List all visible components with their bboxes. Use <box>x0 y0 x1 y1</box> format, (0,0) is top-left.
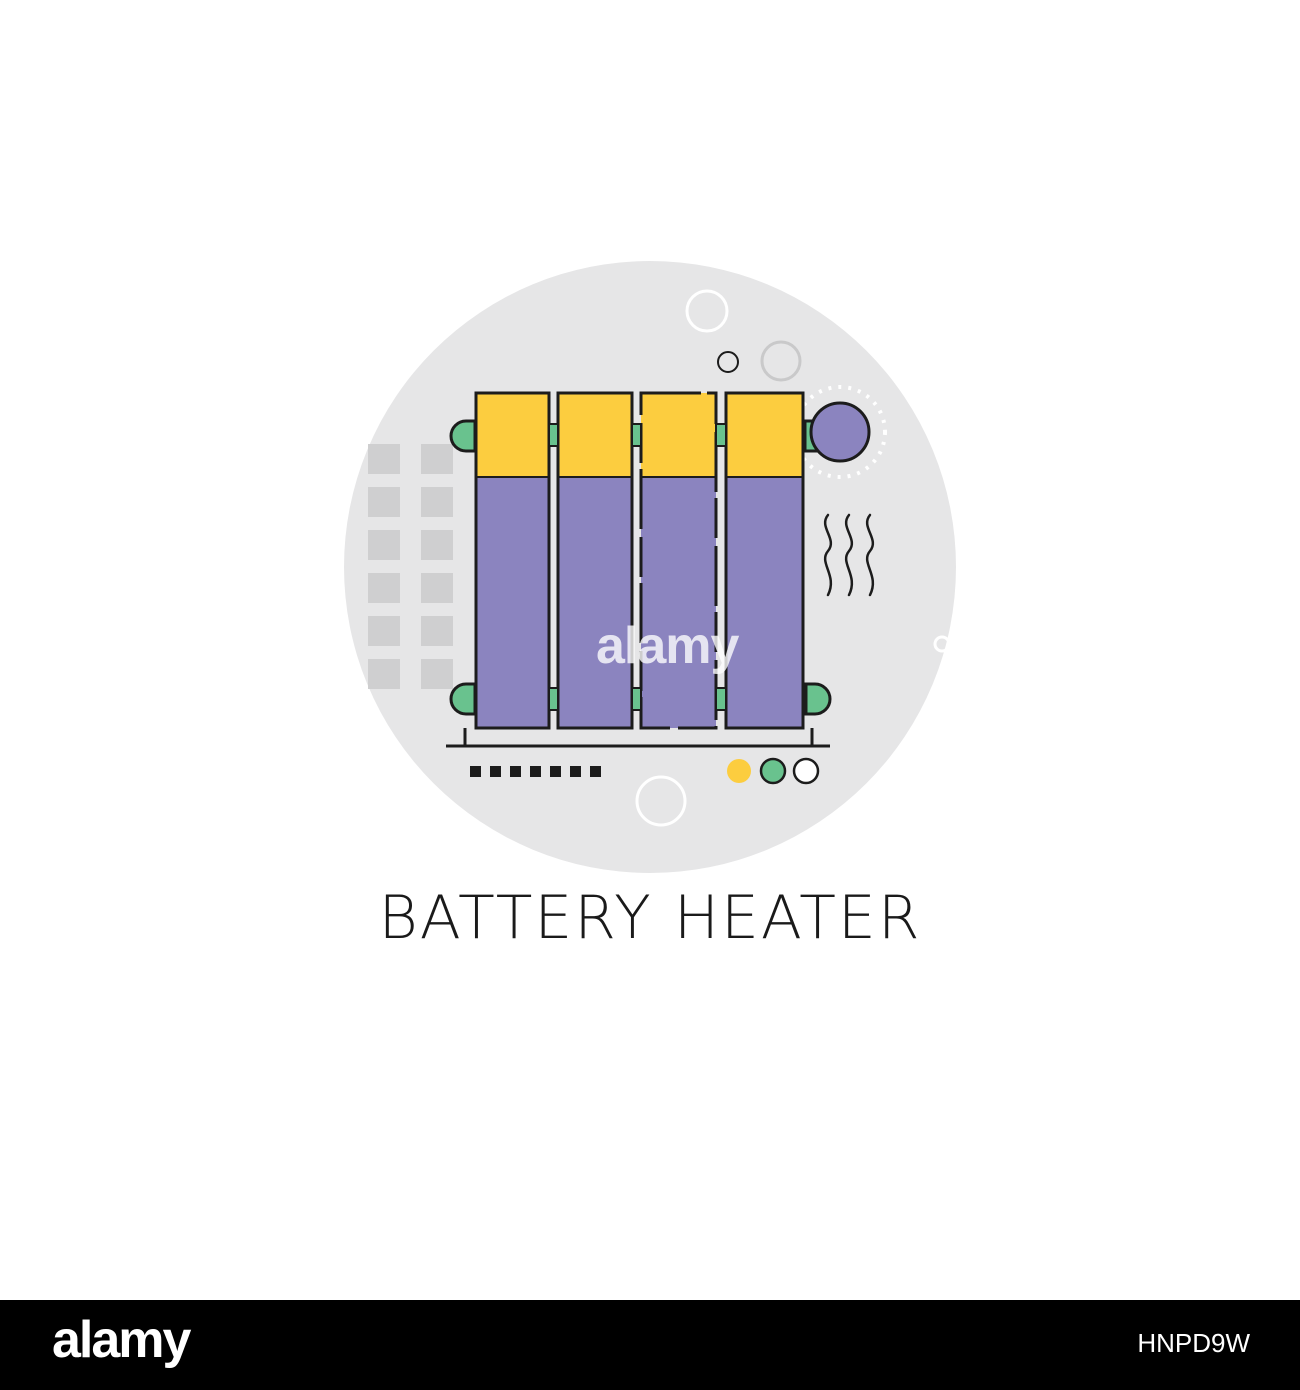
watermark-footer: alamy HNPD9W <box>0 1300 1300 1390</box>
tile-grid-decoration <box>368 444 453 689</box>
watermark-center: alamy <box>596 617 739 675</box>
radiator-illustration <box>344 261 956 873</box>
indicator-yellow-icon <box>727 759 751 783</box>
indicator-green-icon <box>759 757 787 785</box>
radiator-sections <box>474 391 805 730</box>
knob-icon <box>809 401 871 463</box>
footer-logo[interactable]: alamy <box>52 1311 191 1369</box>
radiator-stand <box>446 728 830 748</box>
small-bubble-decoration <box>717 351 739 373</box>
outline-bubble-decoration <box>760 340 802 382</box>
icon-caption: BATTERY HEATER <box>378 883 922 953</box>
indicator-empty-icon <box>792 757 820 785</box>
dots-indicator <box>470 766 601 777</box>
heat-waves-icon <box>823 513 875 597</box>
image-code: HNPD9W <box>1137 1328 1250 1358</box>
bubble-decoration <box>635 289 951 827</box>
section-connectors <box>548 423 727 711</box>
